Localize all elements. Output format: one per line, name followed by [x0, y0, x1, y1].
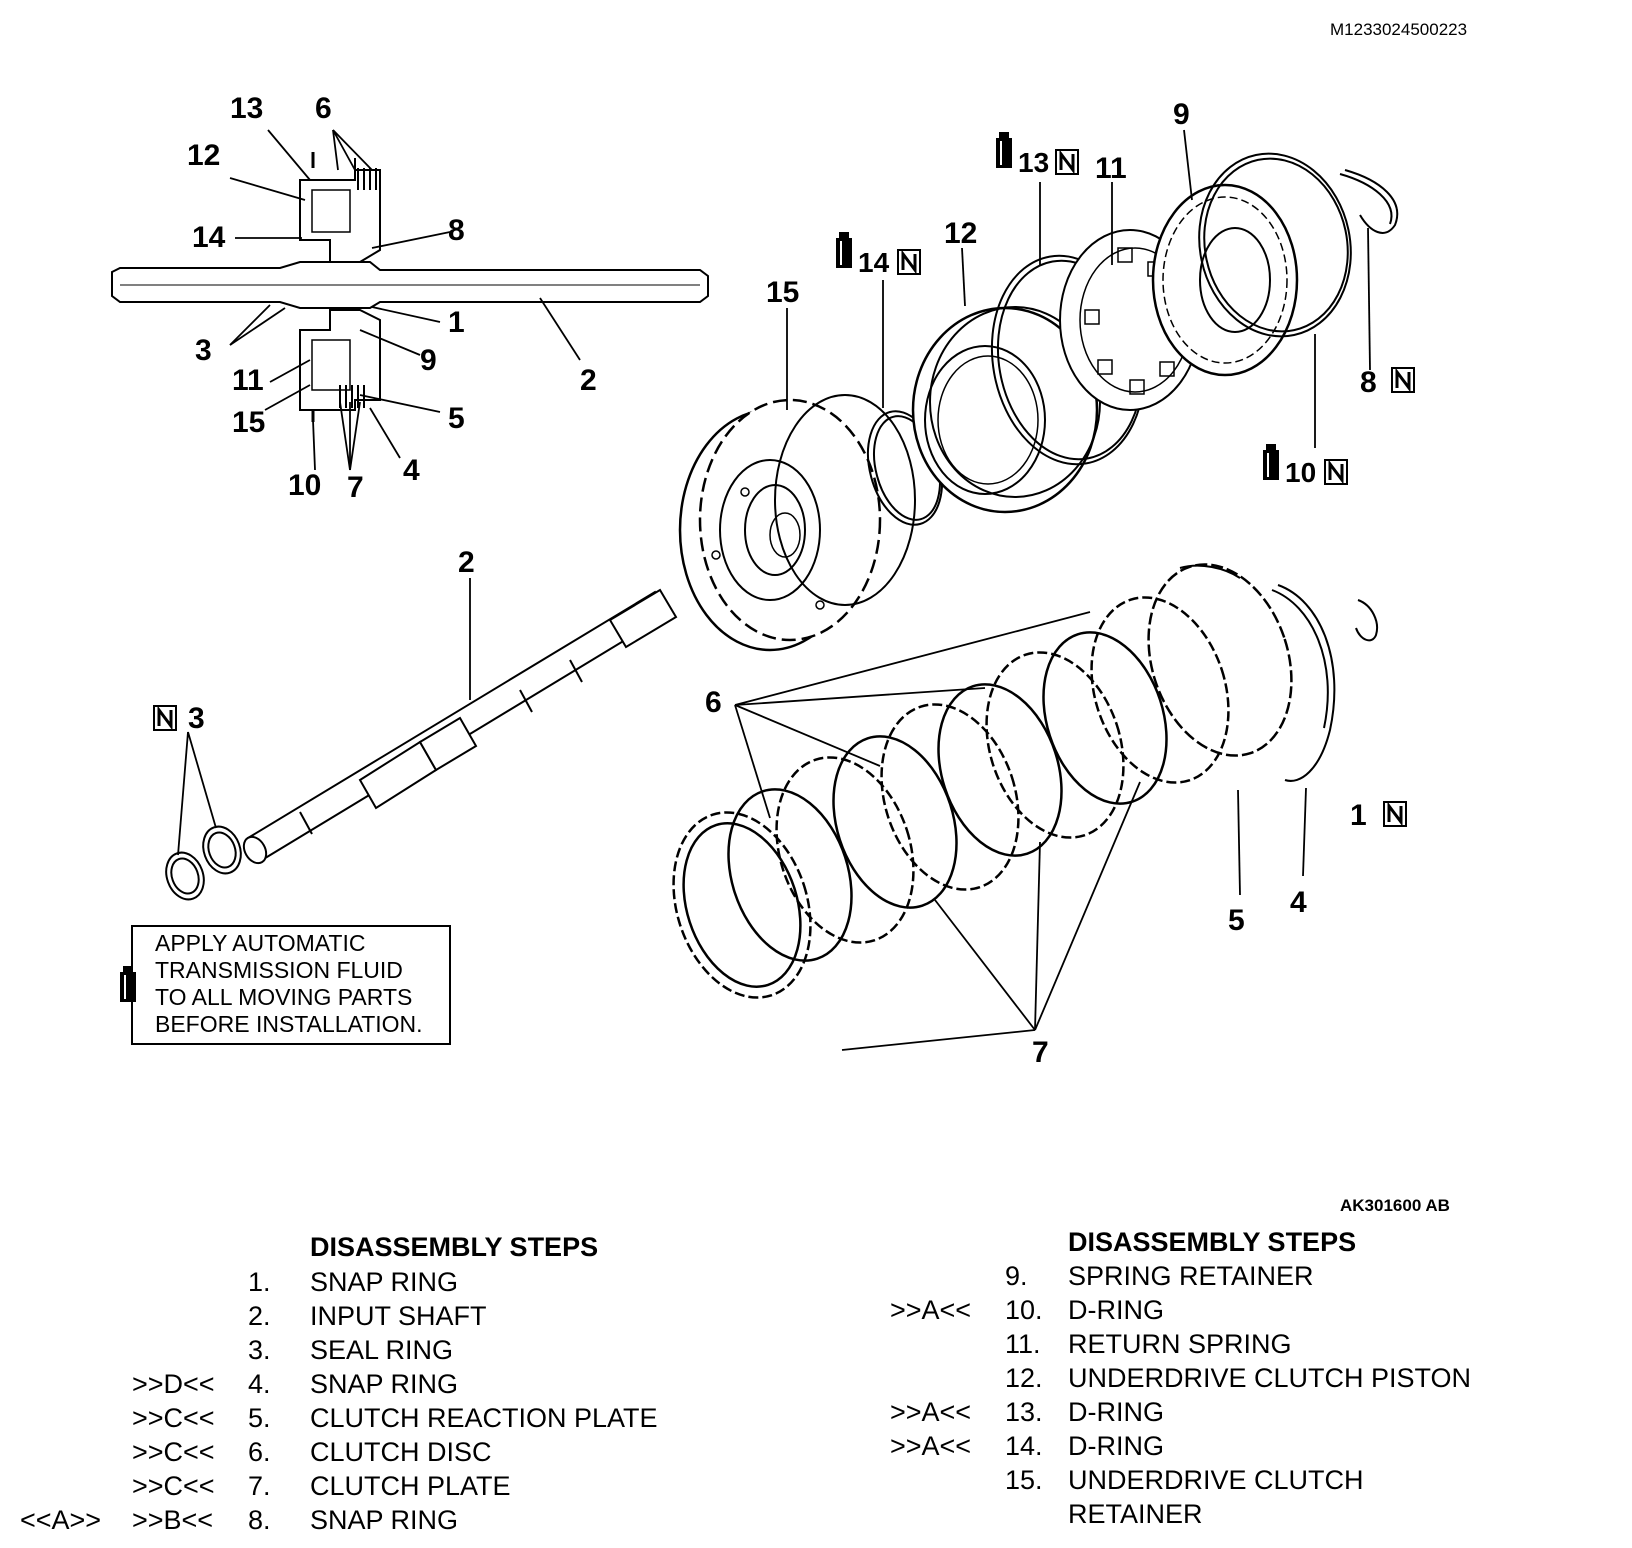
- snap-ring-4-and-1-drawing: [1179, 564, 1378, 782]
- seal-rings-drawing: [165, 825, 242, 901]
- step-number: 4.: [248, 1369, 271, 1399]
- leader-lines: [177, 129, 1371, 1051]
- step-marker: >>D<<: [132, 1369, 215, 1399]
- step-number: 7.: [248, 1471, 271, 1501]
- sectional-callouts: 13 6 12 14 8 3 1 9 11 2 15 5 10 7 4: [187, 92, 597, 504]
- callout-sec-9: 9: [420, 344, 437, 377]
- step-name: SNAP RING: [310, 1267, 459, 1297]
- callout-sec-13: 13: [230, 92, 263, 125]
- callout-15: 15: [766, 276, 799, 309]
- input-shaft-drawing: [242, 588, 678, 865]
- step-marker: >>C<<: [132, 1437, 215, 1467]
- callout-sec-1: 1: [448, 306, 465, 339]
- note-text: APPLY AUTOMATIC TRANSMISSION FLUID TO AL…: [155, 930, 423, 1037]
- step-name: SEAL RING: [310, 1335, 454, 1365]
- steps-right-heading: DISASSEMBLY STEPS: [1068, 1227, 1357, 1257]
- step-marker: >>A<<: [890, 1431, 972, 1461]
- step-name: SNAP RING: [310, 1369, 459, 1399]
- callout-sec-4: 4: [403, 454, 420, 487]
- callout-13: 13: [1018, 147, 1049, 178]
- snap-ring-8-drawing: [1339, 169, 1398, 234]
- fluid-bottle-icon: [1263, 444, 1279, 480]
- callout-2: 2: [458, 546, 475, 579]
- step-number: 3.: [248, 1335, 271, 1365]
- step-number: 5.: [248, 1403, 271, 1433]
- step-name: UNDERDRIVE CLUTCH PISTON: [1068, 1363, 1472, 1393]
- new-part-icon: [1323, 458, 1349, 486]
- steps-left-heading: DISASSEMBLY STEPS: [310, 1232, 599, 1262]
- callout-sec-3: 3: [195, 334, 212, 367]
- step-name: D-RING: [1068, 1397, 1164, 1427]
- callout-12: 12: [944, 217, 977, 250]
- step-name: CLUTCH PLATE: [310, 1471, 511, 1501]
- callout-7: 7: [1032, 1036, 1049, 1069]
- step-marker: >>C<<: [132, 1403, 215, 1433]
- step-number: 6.: [248, 1437, 271, 1467]
- new-part-icon: [896, 248, 922, 276]
- step-name: D-RING: [1068, 1431, 1164, 1461]
- callout-6: 6: [705, 686, 722, 719]
- step-number: 9.: [1005, 1261, 1028, 1291]
- callout-sec-15: 15: [232, 406, 265, 439]
- callout-sec-6: 6: [315, 92, 332, 125]
- callout-14: 14: [858, 247, 890, 278]
- step-name: SPRING RETAINER: [1068, 1261, 1314, 1291]
- callout-sec-10: 10: [288, 469, 321, 502]
- exploded-callouts: 9 11 13 12 14 15 8 10 2 3 6 1 5 4 7: [152, 98, 1416, 1069]
- step-number: 15.: [1005, 1465, 1043, 1495]
- step-name: D-RING: [1068, 1295, 1164, 1325]
- callout-8: 8: [1360, 366, 1377, 399]
- step-marker: >>A<<: [890, 1295, 972, 1325]
- step-name: SNAP RING: [310, 1505, 459, 1535]
- callout-5: 5: [1228, 904, 1245, 937]
- step-name: RETURN SPRING: [1068, 1329, 1292, 1359]
- callout-11: 11: [1095, 152, 1127, 185]
- step-marker: >>C<<: [132, 1471, 215, 1501]
- d-ring-10-drawing: [1198, 152, 1352, 338]
- new-part-icon: [1390, 366, 1416, 394]
- step-number: 14.: [1005, 1431, 1043, 1461]
- callout-sec-14: 14: [192, 221, 226, 254]
- step-name: RETAINER: [1068, 1499, 1203, 1529]
- step-name: INPUT SHAFT: [310, 1301, 487, 1331]
- step-number: 12.: [1005, 1363, 1043, 1393]
- new-part-icon: [1382, 800, 1408, 828]
- sectional-view: [111, 129, 709, 471]
- spring-retainer-drawing: [1151, 183, 1299, 377]
- step-marker: <<A>>: [20, 1505, 102, 1535]
- callout-sec-11: 11: [232, 364, 264, 397]
- callout-sec-2: 2: [580, 364, 597, 397]
- callout-sec-8: 8: [448, 214, 465, 247]
- callout-sec-7: 7: [347, 471, 364, 504]
- document-id: M1233024500223: [1330, 20, 1468, 39]
- callout-10: 10: [1285, 457, 1316, 488]
- step-number: 8.: [248, 1505, 271, 1535]
- step-number: 2.: [248, 1301, 271, 1331]
- clutch-retainer-drawing: [678, 394, 916, 652]
- step-name: CLUTCH DISC: [310, 1437, 492, 1467]
- note-box: [131, 925, 451, 1045]
- callout-sec-12: 12: [187, 139, 220, 172]
- step-number: 10.: [1005, 1295, 1043, 1325]
- step-number: 11.: [1005, 1329, 1041, 1359]
- fluid-bottle-icon: [836, 232, 852, 268]
- callout-3: 3: [188, 702, 205, 735]
- step-marker: >>B<<: [132, 1505, 214, 1535]
- figure-code: AK301600 AB: [1340, 1196, 1450, 1215]
- new-part-icon: [152, 704, 178, 732]
- step-number: 1.: [248, 1267, 271, 1297]
- step-name: UNDERDRIVE CLUTCH: [1068, 1465, 1364, 1495]
- callout-9: 9: [1173, 98, 1190, 131]
- callout-sec-5: 5: [448, 402, 465, 435]
- step-name: CLUTCH REACTION PLATE: [310, 1403, 658, 1433]
- step-marker: >>A<<: [890, 1397, 972, 1427]
- step-number: 13.: [1005, 1397, 1043, 1427]
- fluid-bottle-icon: [996, 132, 1012, 168]
- callout-4: 4: [1290, 886, 1307, 919]
- callout-1: 1: [1350, 799, 1367, 832]
- new-part-icon: [1054, 148, 1080, 176]
